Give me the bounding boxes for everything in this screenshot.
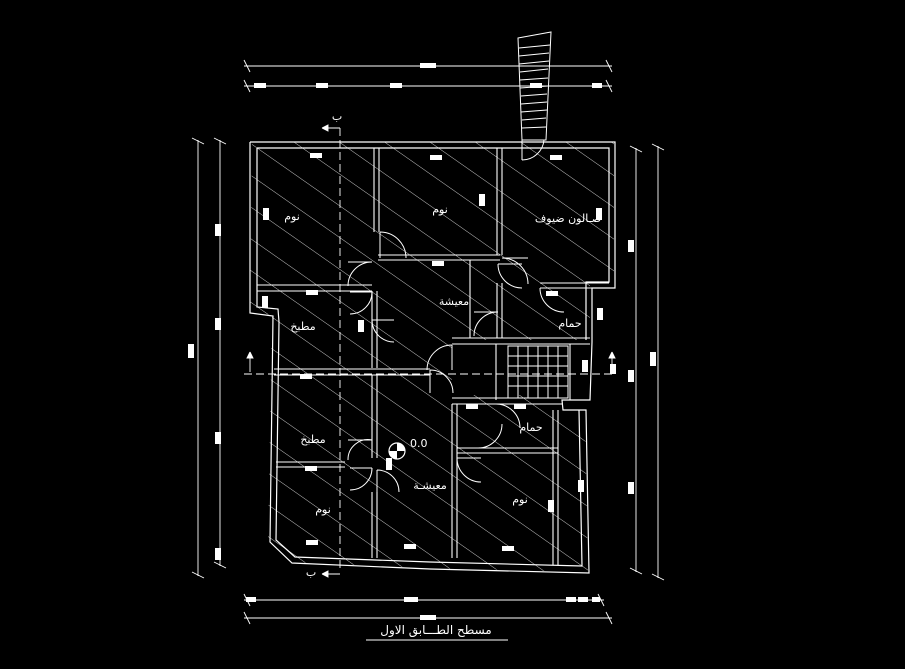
room-label-living-bottom: معيشـة xyxy=(413,479,447,492)
door-swings xyxy=(347,231,565,493)
floor-hatch xyxy=(250,142,614,572)
dimension-tags xyxy=(188,63,656,620)
room-label-living-top: معيشة xyxy=(439,295,469,308)
room-label-kitchen-bottom: مطبخ xyxy=(300,433,325,446)
stair-core xyxy=(507,345,569,399)
level-mark-text: 0.0 xyxy=(410,437,428,450)
section-mark-bottom: ب xyxy=(306,566,316,579)
drawing-title: مسطح الطـــابق الاول xyxy=(380,623,491,638)
room-label-bedroom-top-left: نوم xyxy=(284,210,300,223)
room-label-kitchen-top: مطبخ xyxy=(290,320,315,333)
window-tags xyxy=(262,153,603,551)
stair-top xyxy=(517,31,552,161)
room-label-bedroom-top-mid: نوم xyxy=(432,203,448,216)
room-label-bath-bottom: حمام xyxy=(519,421,542,434)
section-mark-top: ب xyxy=(332,110,342,123)
level-marker-icon xyxy=(388,442,406,460)
room-label-guest-room: صـالون ضيوف xyxy=(535,212,601,225)
room-label-bedroom-bottom-left: نوم xyxy=(315,503,331,516)
room-label-bath-top: حمام xyxy=(558,317,581,330)
room-labels: نوم نوم صـالون ضيوف معيشة مطبخ حمام مطبخ… xyxy=(284,203,601,516)
room-label-bedroom-bottom-right: نوم xyxy=(512,493,528,506)
